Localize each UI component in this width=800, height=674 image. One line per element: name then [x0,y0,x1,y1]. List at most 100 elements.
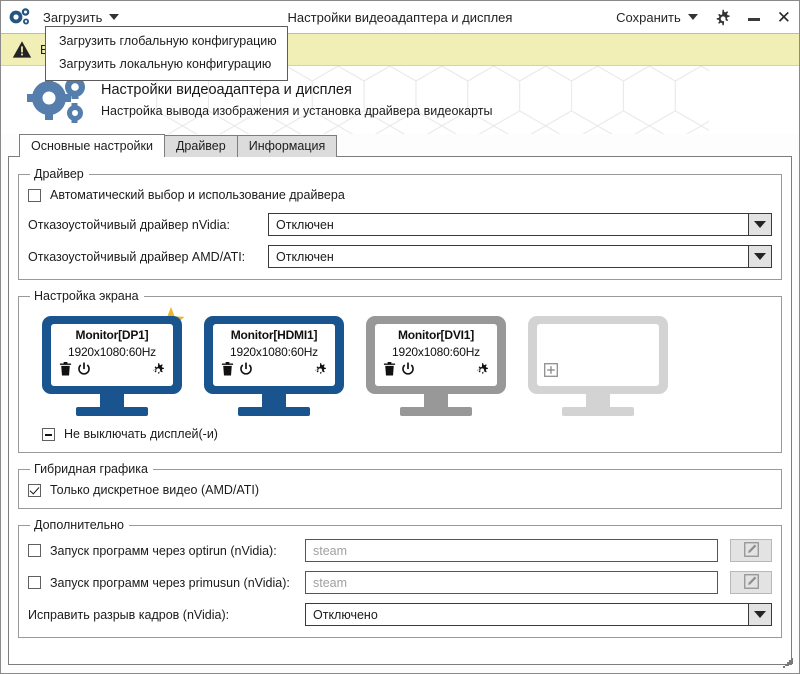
monitor-stand-neck [100,394,124,407]
tab-driver[interactable]: Драйвер [163,135,238,157]
discrete-video-label[interactable]: Только дискретное видео (AMD/ATI) [50,483,260,497]
monitor-stand-base [400,407,472,416]
hybrid-graphics-legend: Гибридная графика [34,462,148,476]
gear-icon [716,9,730,25]
monitor-card-hdmi1[interactable]: Monitor[HDMI1] 1920x1080:60Hz [204,316,344,416]
monitor-name: Monitor[DVI1] [397,328,475,342]
auto-driver-row: Автоматический выбор и использование дра… [28,188,772,202]
load-menu-button[interactable]: Загрузить [43,9,120,25]
resize-grip[interactable] [781,656,795,670]
edit-pencil-icon [743,541,759,560]
optirun-checkbox[interactable] [28,544,41,557]
gears-icon [7,6,33,28]
tearfix-value: Отключено [313,607,378,622]
discrete-video-row: Только дискретное видео (AMD/ATI) [28,483,772,497]
driver-group-legend: Драйвер [34,167,84,181]
optirun-label[interactable]: Запуск программ через optirun (nVidia): [50,543,277,558]
keep-displays-on-checkbox[interactable] [42,427,55,441]
monitor-screen: Monitor[DVI1] 1920x1080:60Hz [366,316,506,394]
nvidia-fallback-row: Отказоустойчивый драйвер nVidia: Отключе… [28,213,772,236]
driver-group: Драйвер Автоматический выбор и использов… [18,167,782,280]
monitor-stand-neck [262,394,286,407]
primusrun-input[interactable]: steam [305,571,718,594]
header-title: Настройки видеоадаптера и дисплея [101,82,352,98]
gear-icon[interactable] [151,362,165,379]
nvidia-fallback-value: Отключен [276,217,334,232]
monitor-card-dvi1[interactable]: Monitor[DVI1] 1920x1080:60Hz [366,316,506,416]
plus-icon[interactable] [544,363,558,377]
monitor-screen: Monitor[DP1] 1920x1080:60Hz [42,316,182,394]
auto-driver-label[interactable]: Автоматический выбор и использование дра… [50,188,345,202]
tab-main-settings[interactable]: Основные настройки [19,134,165,157]
monitor-card-add[interactable] [528,316,668,416]
gear-icon[interactable] [475,362,489,379]
save-menu-label: Сохранить [616,9,681,25]
load-menu-label: Загрузить [43,9,103,25]
tab-bar: Основные настройки Драйвер Информация [1,134,799,157]
menu-item-load-global[interactable]: Загрузить глобальную конфигурацию [59,34,277,48]
trash-icon[interactable] [59,362,72,379]
hybrid-graphics-group: Гибридная графика Только дискретное виде… [18,462,782,509]
monitor-stand-neck [424,394,448,407]
save-menu-button[interactable]: Сохранить [616,10,698,25]
amd-fallback-value: Отключен [276,249,334,264]
amd-fallback-row: Отказоустойчивый драйвер AMD/ATI: Отключ… [28,245,772,268]
amd-fallback-select[interactable]: Отключен [268,245,772,268]
monitor-card-dp1[interactable]: Monitor[DP1] 1920x1080:60Hz [42,307,185,416]
nvidia-fallback-label: Отказоустойчивый драйвер nVidia: [28,217,230,232]
gear-icon[interactable] [313,362,327,379]
trash-icon[interactable] [383,362,396,379]
monitor-name: Monitor[HDMI1] [230,328,318,342]
warning-icon [12,40,32,59]
power-icon[interactable] [401,362,415,379]
optirun-input-placeholder: steam [313,543,348,558]
keep-displays-on-label[interactable]: Не выключать дисплей(-и) [64,427,218,441]
primusrun-label[interactable]: Запуск программ через primusun (nVidia): [50,575,290,590]
tab-content-panel: Драйвер Автоматический выбор и использов… [8,156,792,665]
screen-group-legend: Настройка экрана [34,289,139,303]
monitor-screen: Monitor[HDMI1] 1920x1080:60Hz [204,316,344,394]
extra-group: Дополнительно Запуск программ через opti… [18,518,782,638]
tab-information[interactable]: Информация [236,135,338,157]
tearfix-row: Исправить разрыв кадров (nVidia): Отключ… [28,603,772,626]
keep-displays-on-row: Не выключать дисплей(-и) [42,427,772,441]
chevron-down-icon [109,14,120,20]
screen-group: Настройка экрана Monitor[DP1] 1920x1080:… [18,289,782,453]
primusrun-edit-button[interactable] [730,571,772,594]
auto-driver-checkbox[interactable] [28,188,41,202]
power-icon[interactable] [77,362,91,379]
monitor-stand-base [76,407,148,416]
nvidia-fallback-select[interactable]: Отключен [268,213,772,236]
optirun-input[interactable]: steam [305,539,718,562]
monitor-mode: 1920x1080:60Hz [230,345,318,359]
monitor-stand-neck [586,394,610,407]
monitor-screen [528,316,668,394]
amd-fallback-label: Отказоустойчивый драйвер AMD/ATI: [28,249,246,264]
chevron-down-icon[interactable] [748,214,771,235]
primusrun-row: Запуск программ через primusun (nVidia):… [28,571,772,594]
monitor-mode: 1920x1080:60Hz [392,345,480,359]
edit-pencil-icon [743,573,759,592]
menu-item-load-local[interactable]: Загрузить локальную конфигурацию [59,57,272,71]
minimize-button[interactable] [747,9,761,26]
monitor-stand-base [562,407,634,416]
close-button[interactable]: ✕ [776,7,791,27]
settings-gear-button[interactable] [714,9,731,26]
discrete-video-checkbox[interactable] [28,483,41,497]
optirun-edit-button[interactable] [730,539,772,562]
load-dropdown-menu[interactable]: Загрузить глобальную конфигурацию Загруз… [45,26,288,81]
power-icon[interactable] [239,362,253,379]
chevron-down-icon[interactable] [748,246,771,267]
monitor-stand-base [238,407,310,416]
chevron-down-icon[interactable] [748,604,771,625]
primusrun-checkbox[interactable] [28,576,41,589]
title-bar-right-controls: Сохранить ✕ [616,9,791,26]
monitor-name: Monitor[DP1] [75,328,149,342]
trash-icon[interactable] [221,362,234,379]
chevron-down-icon [687,14,698,20]
primusrun-input-placeholder: steam [313,575,348,590]
tearfix-select[interactable]: Отключено [305,603,772,626]
monitor-list: Monitor[DP1] 1920x1080:60Hz [28,307,772,425]
extra-group-legend: Дополнительно [34,518,124,532]
